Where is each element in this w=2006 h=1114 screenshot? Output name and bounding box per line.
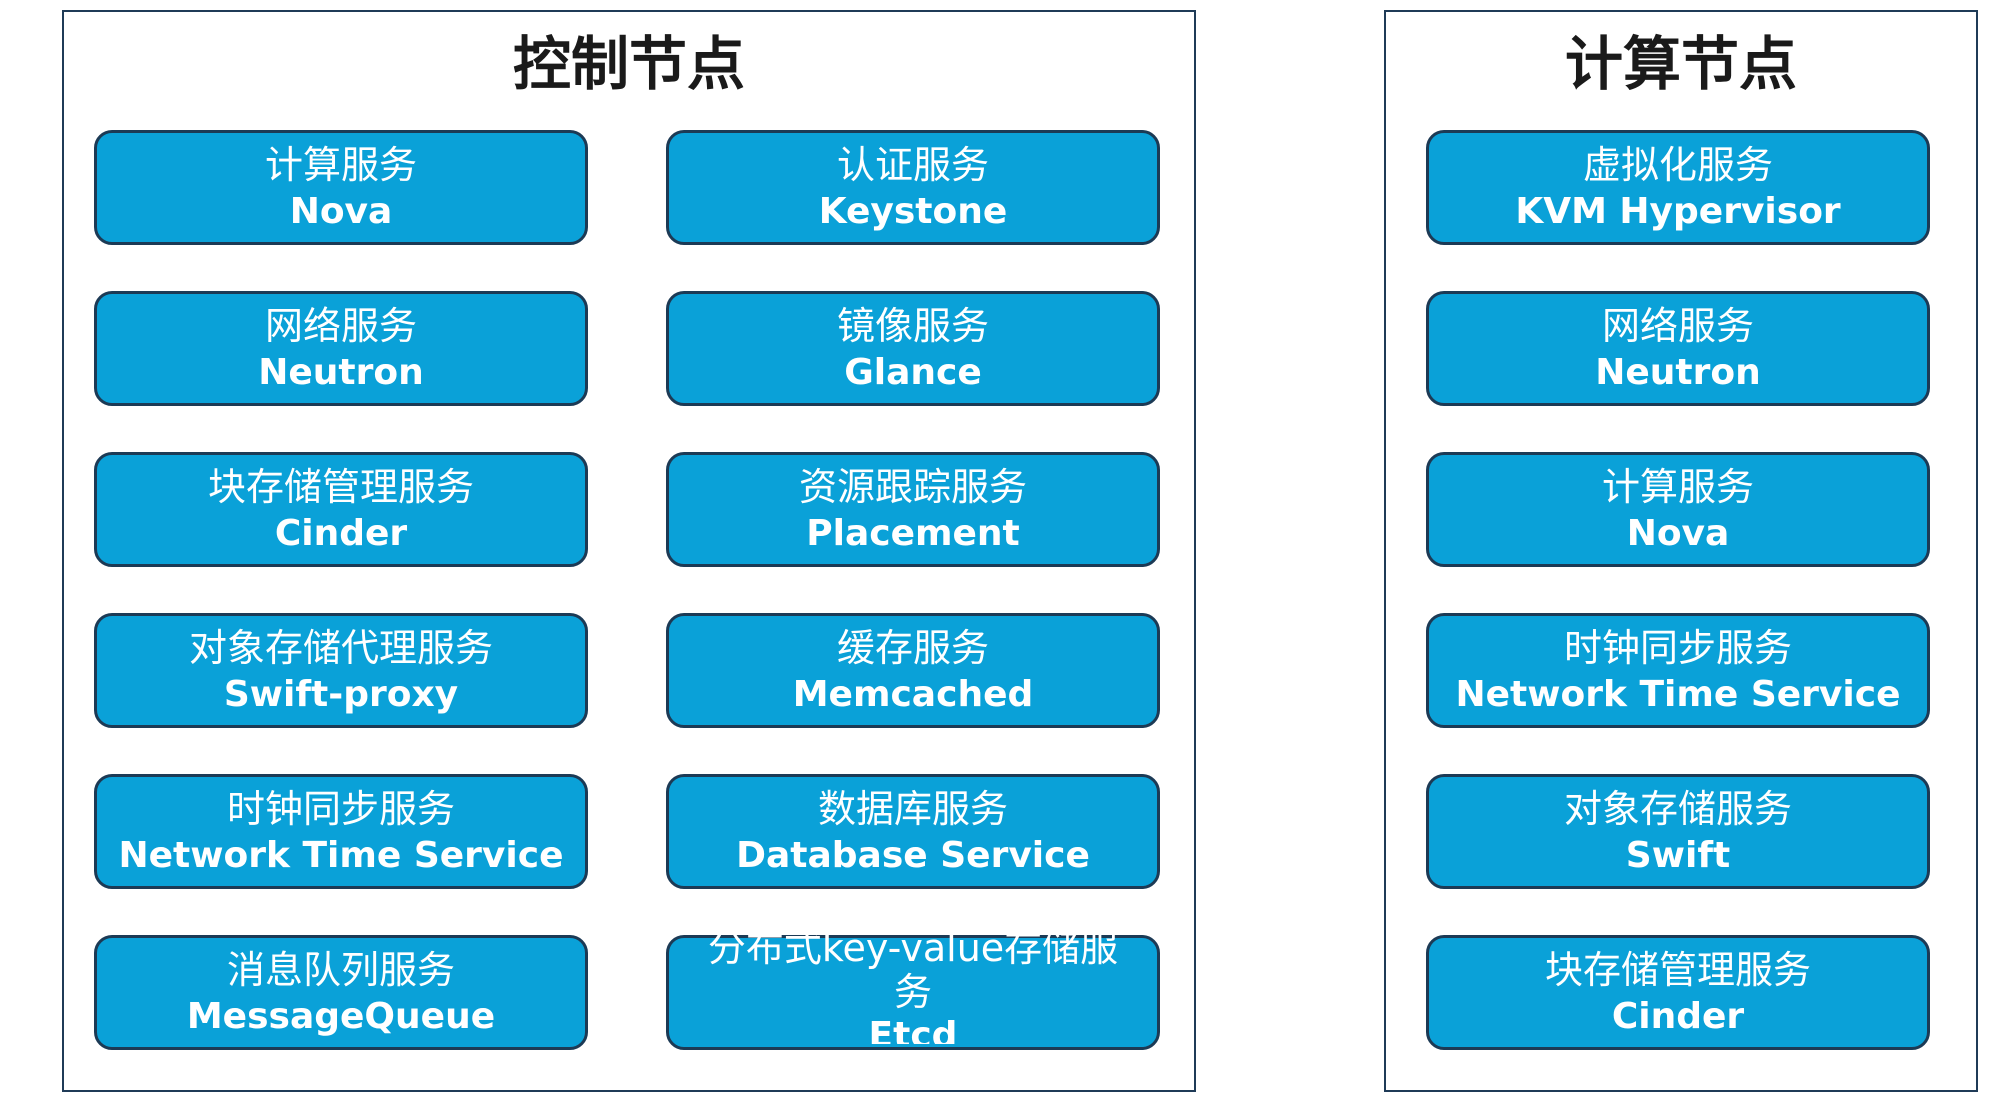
service-name-en: Etcd — [868, 1015, 958, 1044]
service-box-swift-proxy: 对象存储代理服务 Swift-proxy — [94, 613, 588, 728]
service-name-en: Memcached — [792, 673, 1034, 715]
service-name-en: Network Time Service — [1455, 673, 1901, 715]
control-node-title: 控制节点 — [512, 30, 745, 98]
service-name-cn: 块存储管理服务 — [207, 464, 474, 509]
service-name-cn: 数据库服务 — [817, 786, 1008, 831]
service-name-en: KVM Hypervisor — [1515, 190, 1841, 232]
service-box-cinder: 块存储管理服务 Cinder — [1426, 935, 1930, 1050]
service-name-en: Cinder — [1611, 995, 1745, 1037]
service-box-placement: 资源跟踪服务 Placement — [666, 452, 1160, 567]
service-name-cn: 计算服务 — [1601, 464, 1754, 509]
service-name-cn: 网络服务 — [1601, 303, 1754, 348]
service-name-en: Swift-proxy — [223, 673, 459, 715]
service-name-cn: 块存储管理服务 — [1544, 947, 1811, 992]
service-name-cn: 时钟同步服务 — [1563, 625, 1792, 670]
service-box-keystone: 认证服务 Keystone — [666, 130, 1160, 245]
service-name-en: Nova — [1626, 512, 1730, 554]
service-name-en: Cinder — [274, 512, 408, 554]
service-name-cn: 虚拟化服务 — [1582, 142, 1773, 187]
service-name-en: Network Time Service — [118, 834, 564, 876]
service-box-nova: 计算服务 Nova — [94, 130, 588, 245]
service-box-etcd: 分布式key-value存储服务 Etcd — [666, 926, 1160, 1050]
service-box-ntp: 时钟同步服务 Network Time Service — [1426, 613, 1930, 728]
service-box-database: 数据库服务 Database Service — [666, 774, 1160, 889]
service-name-cn: 网络服务 — [264, 303, 417, 348]
service-name-en: Nova — [289, 190, 393, 232]
service-box-nova: 计算服务 Nova — [1426, 452, 1930, 567]
service-name-cn: 对象存储服务 — [1563, 786, 1792, 831]
service-name-cn: 资源跟踪服务 — [798, 464, 1027, 509]
service-name-cn: 消息队列服务 — [226, 947, 455, 992]
service-name-en: Neutron — [258, 351, 424, 393]
service-box-ntp: 时钟同步服务 Network Time Service — [94, 774, 588, 889]
service-box-kvm: 虚拟化服务 KVM Hypervisor — [1426, 130, 1930, 245]
service-box-memcached: 缓存服务 Memcached — [666, 613, 1160, 728]
service-name-en: Keystone — [818, 190, 1008, 232]
service-name-en: MessageQueue — [186, 995, 496, 1037]
service-name-cn: 镜像服务 — [836, 303, 989, 348]
service-box-cinder: 块存储管理服务 Cinder — [94, 452, 588, 567]
service-name-en: Placement — [806, 512, 1020, 554]
service-name-cn: 对象存储代理服务 — [188, 625, 493, 670]
service-name-cn: 时钟同步服务 — [226, 786, 455, 831]
service-name-cn: 分布式key-value存储服务 — [707, 926, 1119, 1014]
service-name-en: Swift — [1625, 834, 1731, 876]
service-box-neutron: 网络服务 Neutron — [94, 291, 588, 406]
service-box-neutron: 网络服务 Neutron — [1426, 291, 1930, 406]
service-box-swift: 对象存储服务 Swift — [1426, 774, 1930, 889]
service-name-cn: 缓存服务 — [836, 625, 989, 670]
service-name-en: Database Service — [736, 834, 1090, 876]
service-name-cn: 计算服务 — [264, 142, 417, 187]
service-name-en: Glance — [844, 351, 982, 393]
service-box-messagequeue: 消息队列服务 MessageQueue — [94, 935, 588, 1050]
service-box-glance: 镜像服务 Glance — [666, 291, 1160, 406]
compute-node-title: 计算节点 — [1564, 30, 1797, 98]
service-name-en: Neutron — [1595, 351, 1761, 393]
service-name-cn: 认证服务 — [836, 142, 989, 187]
